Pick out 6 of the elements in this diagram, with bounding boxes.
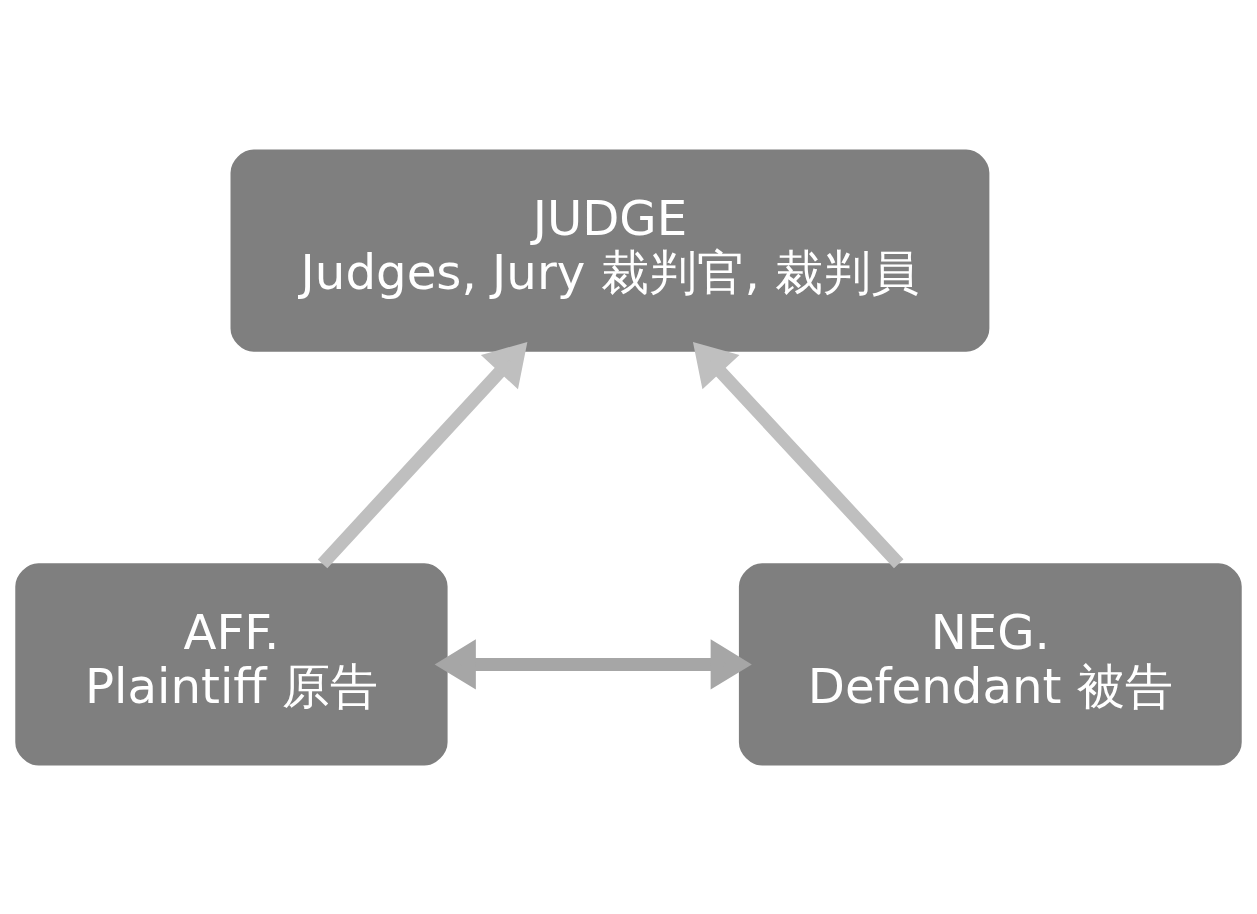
node-box: AFF. Plaintiff 原告 [15, 562, 448, 765]
arrow [317, 341, 528, 568]
node-box: JUDGE Judges, Jury 裁判官, 裁判員 [230, 149, 990, 352]
arrow [434, 638, 752, 690]
arrow [692, 341, 904, 568]
node-box: NEG. Defendant 被告 [738, 562, 1242, 765]
